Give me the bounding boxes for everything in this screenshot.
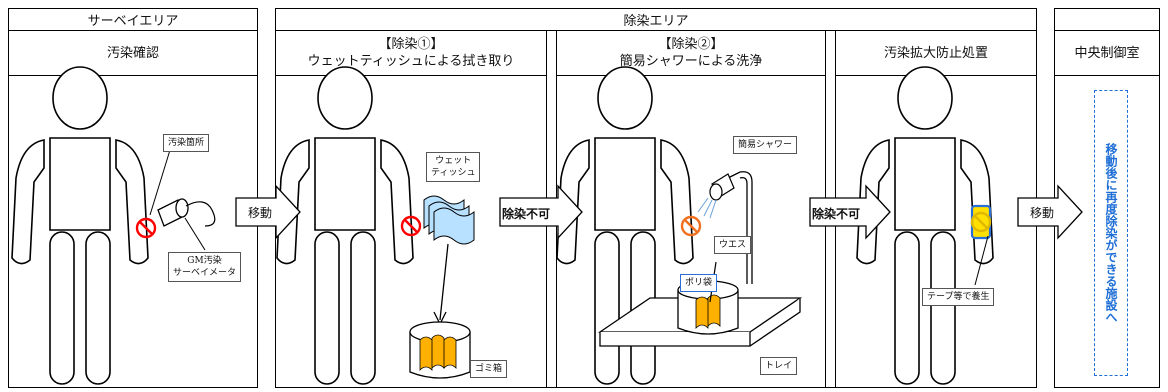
arrow-move-1: [235, 184, 301, 240]
callout-shower: 簡易シャワー: [733, 136, 798, 154]
callout-contamination-spot: 汚染箇所: [163, 134, 210, 152]
trash-can-icon: [409, 321, 471, 379]
arrow-label-fail-1: 除染不可: [502, 207, 551, 221]
step-decon2-label: 【除染②】: [658, 37, 724, 52]
callout-tape-cover: テープ等で養生: [922, 288, 995, 306]
person-figure-2: [276, 66, 414, 385]
arrow-move-2: [1017, 184, 1083, 240]
survey-meter-icon: [149, 149, 216, 251]
wet-tissue-icon: [423, 195, 475, 245]
callout-gm-survey-meter: GM汚染 サーベイメータ: [168, 252, 242, 282]
callout-wet-line1: ウェット: [435, 156, 472, 166]
step-control-title: 中央制御室: [1074, 45, 1140, 61]
final-destination-note: 移動後に再度除染ができる施設へ: [1094, 90, 1128, 376]
callout-gm-line1: GM汚染: [187, 256, 222, 266]
step-prevent-title: 汚染拡大防止処置: [883, 45, 988, 61]
step-check-title: 汚染確認: [106, 45, 159, 61]
callout-wet-line2: ティッシュ: [431, 168, 476, 178]
arrow-label-fail-2: 除染不可: [812, 207, 861, 221]
callout-tray: トレイ: [760, 357, 798, 375]
person-figure-1: [11, 66, 149, 385]
shower-icon: [697, 171, 753, 284]
arrow-fail-1: [499, 184, 583, 240]
step-decon1-title: ウェットティッシュによる拭き取り: [307, 54, 515, 69]
callout-waste-cloth: ウエス: [714, 236, 752, 254]
step-decon1-label: 【除染①】: [378, 37, 444, 52]
arrow-label-move-2: 移動: [1030, 206, 1055, 220]
callout-wet-tissue: ウェット ティッシュ: [426, 152, 481, 182]
step-decon2-title: 簡易シャワーによる洗浄: [619, 54, 763, 69]
callout-plastic-bag: ポリ袋: [680, 274, 718, 292]
arrow-label-move-1: 移動: [248, 206, 273, 220]
callout-trash-can: ゴミ箱: [470, 360, 508, 378]
bucket-icon: [677, 261, 739, 335]
tape-patch-icon: [970, 204, 992, 286]
arrow-fail-2: [809, 184, 891, 240]
callout-gm-line2: サーベイメータ: [173, 268, 237, 278]
